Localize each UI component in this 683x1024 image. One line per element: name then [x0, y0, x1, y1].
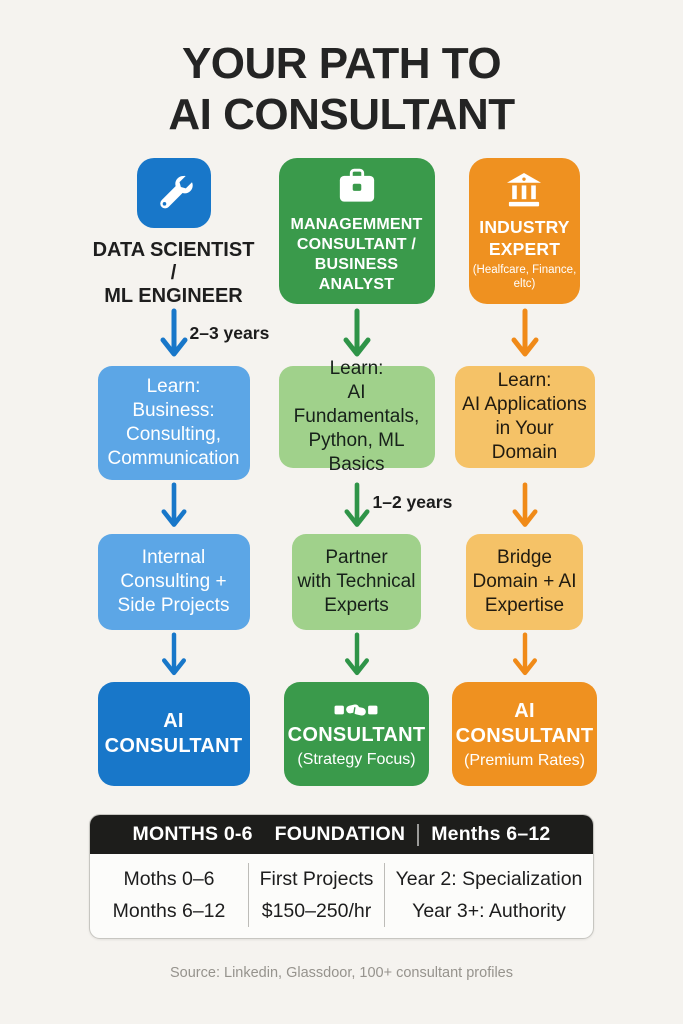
arrow-down-icon: [160, 308, 187, 357]
arrow-down-icon: [511, 308, 538, 357]
step-box-partner-technical: Partner with Technical Experts: [291, 534, 422, 631]
arrow-2-blue: [89, 482, 259, 534]
arrow-down-icon: [161, 632, 186, 676]
arrow-2-orange: [455, 482, 595, 534]
cell-months-0-6: Moths 0–6: [123, 868, 215, 891]
cell-months-6-12: Months 6–12: [112, 900, 226, 923]
arrow-2-green: 1–2 years: [279, 482, 452, 534]
table-row: Moths 0–6 First Projects Year 2: Special…: [90, 863, 593, 896]
final-title: CONSULTANT: [287, 724, 426, 747]
title-line-1: YOUR PATH TO: [181, 39, 502, 88]
timeline-header: MONTHS 0-6 FOUNDATION Menths 6–12: [90, 815, 593, 855]
final-subtitle: (Strategy Focus): [297, 751, 416, 769]
timeline-body: Moths 0–6 First Projects Year 2: Special…: [90, 854, 593, 938]
cell-first-projects: First Projects: [248, 863, 384, 896]
timeline-header-months: MONTHS 0-6: [132, 823, 253, 846]
path-industry-expert: INDUSTRY EXPERT (Healfcare, Finance, elt…: [451, 158, 598, 787]
arrow-down-icon: [343, 482, 369, 527]
cell-year3-authority: Year 3+: Authority: [384, 895, 593, 928]
arrow-1-orange: [455, 308, 595, 366]
final-subtitle: (Premium Rates): [464, 751, 585, 769]
wrench-icon-tile: [136, 158, 211, 229]
role-note-industry-expert: (Healfcare, Finance, eltc): [472, 264, 577, 290]
arrow-down-icon: [161, 482, 186, 527]
arrow-down-icon: [343, 308, 370, 357]
cell-rate: $150–250/hr: [248, 895, 384, 928]
role-label-data-scientist: DATA SCIENTIST / ML ENGINEER: [92, 239, 255, 308]
arrow-down-icon: [344, 632, 369, 676]
timeline-header-foundation: FOUNDATION: [274, 823, 406, 846]
header-data-scientist: DATA SCIENTIST / ML ENGINEER: [89, 158, 259, 308]
role-label-industry-expert: INDUSTRY EXPERT: [479, 217, 570, 260]
title-line-2: AI CONSULTANT: [168, 90, 515, 140]
path-data-scientist: DATA SCIENTIST / ML ENGINEER 2–3 years L…: [89, 158, 269, 787]
timeline-header-months-2: Menths 6–12: [431, 823, 551, 846]
arrow-1-blue: 2–3 years: [89, 308, 269, 366]
briefcase-icon: [339, 168, 374, 202]
career-paths-flow: DATA SCIENTIST / ML ENGINEER 2–3 years L…: [0, 158, 683, 787]
path-management-consultant: MANAGEMMENT CONSULTANT / BUSINESS ANALYS…: [278, 158, 452, 787]
cell-year2-specialization: Year 2: Specialization: [384, 863, 593, 896]
arrow-duration-label: 1–2 years: [372, 492, 453, 513]
arrow-3-green: [279, 632, 435, 682]
table-row: Months 6–12 $150–250/hr Year 3+: Authori…: [90, 895, 593, 928]
step-box-learn-business: Learn: Business: Consulting, Communicati…: [97, 366, 250, 481]
page-title: YOUR PATH TO AI CONSULTANT: [0, 38, 683, 140]
step-box-bridge-domain: Bridge Domain + AI Expertise: [466, 534, 583, 631]
arrow-1-green: [279, 308, 435, 366]
final-box-ai-consultant-blue: AI CONSULTANT: [97, 682, 250, 787]
timeline-table: MONTHS 0-6 FOUNDATION Menths 6–12 Moths …: [89, 814, 594, 940]
final-title: AI CONSULTANT: [455, 699, 594, 747]
step-box-internal-consulting: Internal Consulting + Side Projects: [97, 534, 250, 631]
handshake-icon: [335, 704, 378, 716]
final-title: AI CONSULTANT: [104, 710, 243, 758]
header-industry-expert: INDUSTRY EXPERT (Healfcare, Finance, elt…: [468, 158, 581, 305]
wrench-icon: [159, 175, 193, 209]
arrow-down-icon: [512, 632, 537, 676]
final-box-consultant-strategy: CONSULTANT (Strategy Focus): [283, 682, 430, 787]
header-management-consultant: MANAGEMMENT CONSULTANT / BUSINESS ANALYS…: [278, 158, 435, 305]
final-box-ai-consultant-premium: AI CONSULTANT (Premium Rates): [451, 682, 598, 787]
step-box-learn-ai-applications: Learn: AI Applications in Your Domain: [454, 366, 595, 469]
arrow-3-orange: [455, 632, 595, 682]
step-box-learn-ai-fundamentals: Learn: AI Fundamentals, Python, ML Basic…: [278, 358, 435, 475]
arrow-duration-label: 2–3 years: [189, 323, 270, 344]
source-citation: Source: Linkedin, Glassdoor, 100+ consul…: [170, 965, 513, 982]
arrow-3-blue: [89, 632, 259, 682]
bank-icon: [507, 173, 542, 207]
arrow-down-icon: [511, 482, 537, 527]
header-divider: [417, 823, 420, 846]
role-label-management-consultant: MANAGEMMENT CONSULTANT / BUSINESS ANALYS…: [290, 215, 423, 293]
